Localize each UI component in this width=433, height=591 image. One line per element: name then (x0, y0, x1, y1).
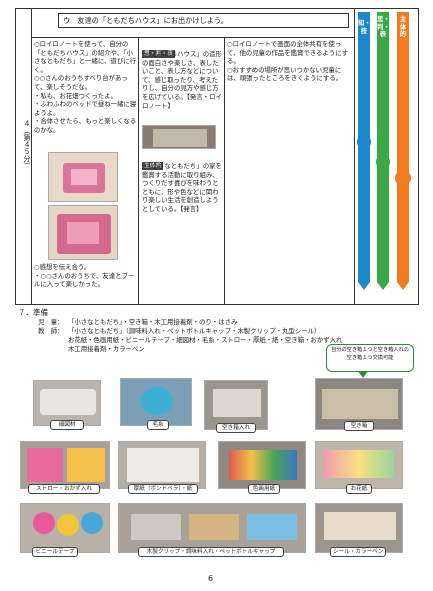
exchange-callout: 自分の空き箱１つと空き箱入れの空き箱１つ交換可能 (326, 344, 414, 372)
eval-badge-thinking: 思・判・表 (142, 40, 175, 59)
photo-tissue-paper (315, 441, 403, 489)
ipad-photo (142, 125, 216, 149)
arrow-knowledge (358, 282, 370, 290)
caption-clips: 木製クリップ・調味料入れ・ペットボトルキャップ (138, 547, 284, 557)
eval-text-attitude: ・「小さなともだち」の家を鑑賞する活動に取り組み、つくりだす喜びを味わうとともに… (142, 162, 222, 213)
eval-badge-attitude: 主体的 (142, 152, 164, 171)
activity-paragraph: ・○○さんのおうちで、友達とプールに入って楽しかった。 (34, 271, 135, 289)
marker-knowledge (357, 135, 371, 149)
prep-teacher-line3: 木工用接着剤・カラーペン (68, 345, 145, 353)
table-divider (138, 37, 139, 305)
period-label: ４（第４５分） (23, 120, 31, 169)
table-divider (224, 37, 225, 305)
prep-teacher-line2: お花紙・色画用紙・ビニールテープ・細図材・毛糸・ストロー・厚紙・紙・空き箱・おか… (68, 336, 343, 344)
caption-straws: ストロー・おかず入れ (28, 484, 100, 494)
activity-paragraph: ○ロイロノートを使って、自分の「ともだちハウス」の紹介や、「小さなともだち」と一… (34, 40, 137, 74)
activity-paragraph: ・合体させたら、もっと楽しくなるのかな。 (34, 117, 137, 134)
photo-yarn (120, 378, 192, 426)
arrow-attitude (397, 282, 409, 290)
caption-tissue-paper: お花紙 (346, 484, 372, 494)
bar-thinking (377, 12, 389, 282)
photo-straws (20, 441, 110, 489)
caption-yarn: 毛糸 (147, 420, 169, 430)
caption-fine-material: 細図材 (50, 420, 84, 430)
caption-stickers: シール・カラーペン (330, 547, 386, 557)
prep-heading: ７．準備 (18, 308, 48, 317)
caption-empty-boxes: 空き箱 (344, 421, 374, 431)
arrow-thinking (377, 282, 389, 290)
table-divider (31, 8, 32, 305)
bar-label-knowledge: 知・技 (358, 19, 371, 35)
caption-colored-paper: 色画用紙 (248, 484, 280, 494)
eval-text-thinking: ・「ともだちハウス」の造形の面白さや楽しさ、表したいこと、表し方などについて、感… (142, 50, 222, 110)
page-number: 6 (208, 574, 214, 583)
activity-title-box (58, 13, 349, 28)
support-notes: ○ロイロノートで画面の全体共有を使って、他の児童の作品を鑑賞できるようにする。 … (227, 40, 351, 83)
bar-label-thinking: 思・判・表 (377, 15, 390, 38)
reflection-text: ○感想を伝え合う。 ・○○さんのおうちで、友達とプールに入って楽しかった。 (34, 263, 137, 289)
activity-paragraph: ○○さんのおうちすべり台があって、楽しそうだな。 (34, 74, 128, 91)
prep-child-label: 児 童： (38, 318, 64, 326)
bar-attitude (397, 12, 409, 282)
house-photo-2 (48, 205, 118, 260)
bar-label-attitude: 主体的 (399, 15, 407, 38)
table-divider (354, 8, 355, 305)
caption-box-container: 空き箱入れ (216, 423, 256, 433)
photo-empty-boxes (315, 378, 403, 430)
table-divider (31, 37, 354, 38)
activity-paragraph: ・ふわふわのベッドで昼ね一緒に寝ようよ。 (34, 100, 137, 117)
activity-description: ○ロイロノートを使って、自分の「ともだちハウス」の紹介や、「小さなともだち」と一… (34, 40, 137, 135)
support-paragraph: ○ロイロノートで画面の全体共有を使って、他の児童の作品を鑑賞できるようにする。 (227, 40, 349, 66)
house-photo-1 (48, 152, 118, 202)
caption-vinyl-tape: ビニールテープ (32, 547, 78, 557)
marker-thinking (376, 155, 390, 169)
caption-cardboard: 厚紙（ボンドベラ）・紙 (128, 484, 198, 494)
lesson-table (15, 8, 419, 305)
photo-stickers (315, 503, 403, 553)
activity-title: ウ 友達の「ともだちハウス」にお出かけしよう。 (63, 16, 228, 25)
callout-tail (358, 371, 368, 378)
marker-attitude (395, 170, 411, 186)
prep-teacher-label: 教 師： (38, 327, 64, 335)
activity-paragraph: ・私も、お花畑つくったよ。 (34, 91, 117, 100)
photo-cardboard (118, 441, 206, 489)
photo-vinyl-tape (20, 503, 110, 553)
photo-box-container (204, 380, 268, 430)
activity-paragraph: ○感想を伝え合う。 (34, 263, 91, 271)
prep-child-items: 「小さなともだち」・空き箱・木工用接着剤・のり・はさみ (68, 318, 238, 326)
support-paragraph: ○おすすめの場所が思いつかない児童には、頑張ったところをきくようにする。 (227, 65, 343, 83)
badge-label: 主体的 (142, 162, 164, 170)
badge-label: 思・判・表 (142, 50, 175, 58)
photo-colored-paper (218, 441, 306, 489)
photo-clips (118, 503, 306, 553)
prep-teacher-line1: 「小さなともだち」（調味料入れ・ペットボトルキャップ・木製クリップ・丸型シール） (68, 327, 321, 335)
